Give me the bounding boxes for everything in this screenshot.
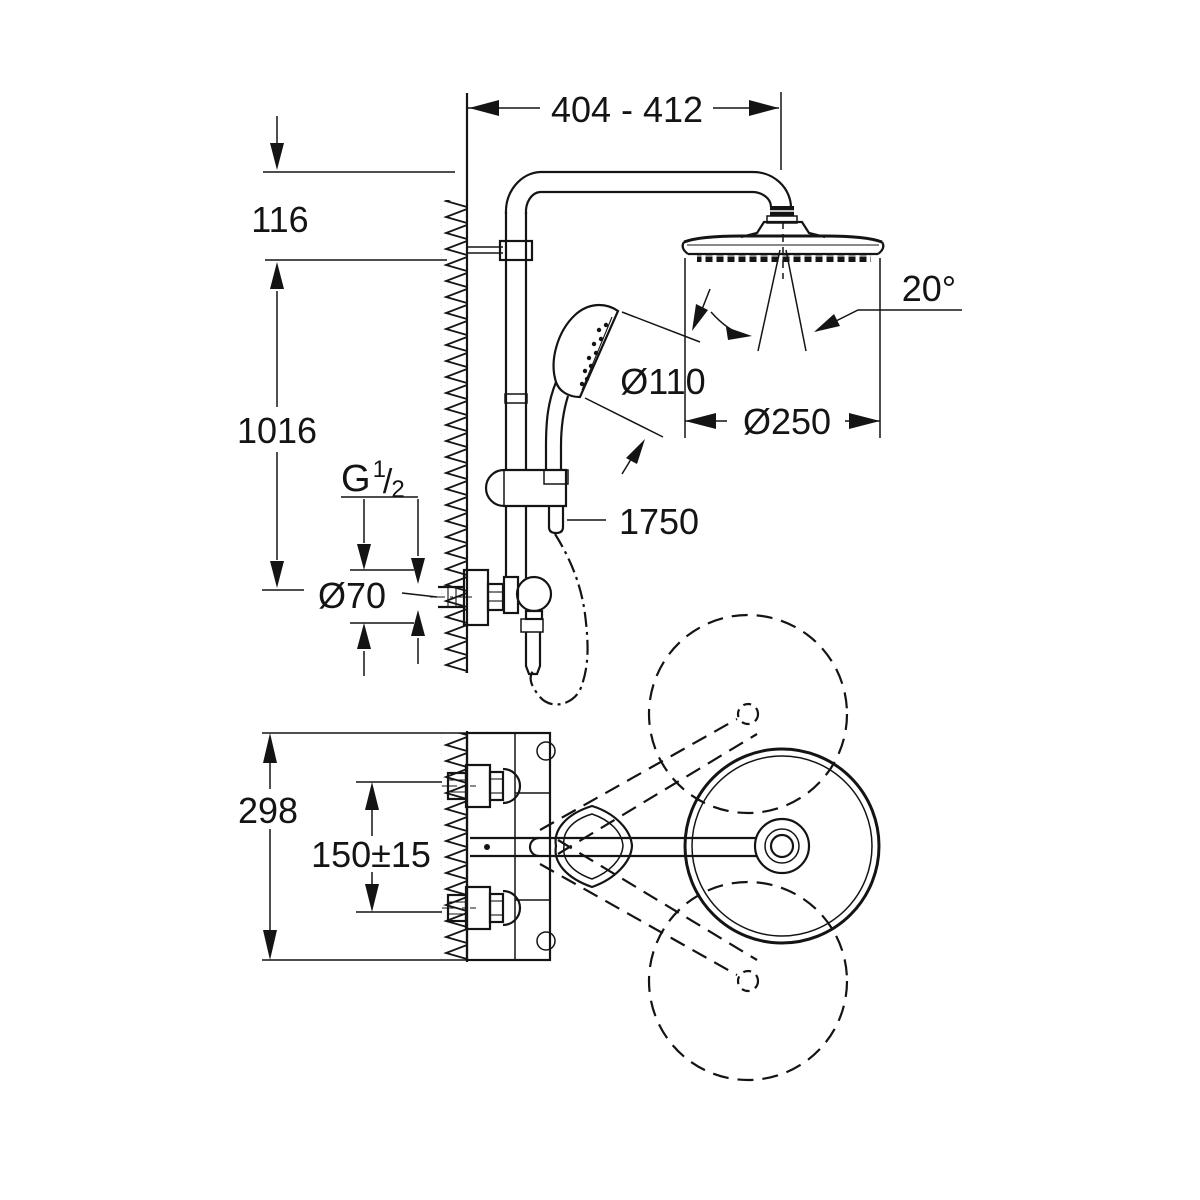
hand-shower [484,304,620,535]
spray-angle-line-left [757,249,781,352]
dimension-head-shower: Ø250 [684,258,881,442]
swivel-position-top [539,613,849,855]
wall-front [441,93,469,673]
head-shower-dia-label: Ø250 [743,401,831,442]
head-drop-label: 116 [251,199,308,240]
riser-center-dot [484,844,490,850]
front-view: 404 - 412 116 1016 G1/2 [237,89,962,706]
wall-plan [441,731,469,962]
dimension-plate-height: 298 [238,732,466,961]
swivel-position-bottom [539,839,849,1082]
spray-nozzles [697,254,871,262]
hand-shower-nozzles [579,322,609,387]
hand-shower-dia-label: Ø110 [620,361,705,402]
slider-holder [484,468,568,508]
dimension-thread: G1/2 [341,456,425,664]
hand-shower-holder-plan [554,804,634,889]
hose-outlet-stub [547,506,565,535]
dimension-rail-height: 1016 [237,291,317,591]
inlet-spacing-label: 150±15 [311,834,431,875]
dimension-escutcheon: Ø70 [318,544,438,676]
thread-label: G1/2 [341,456,405,503]
inlet-nut [486,582,505,612]
overhead-shower-plan [683,747,881,945]
valve-body [502,575,520,615]
rail-joint-band [504,393,528,404]
valve-knob [515,575,553,613]
wall-hatching [441,200,467,673]
valve-plan [442,731,556,962]
valve-plate [465,731,552,962]
plate-notch-top [536,741,556,761]
shower-rail [467,212,534,578]
spray-angle-label: 20° [902,268,956,309]
wall-bracket-collar [498,239,534,262]
overhead-shower [681,206,885,352]
dimension-hand-shower: Ø110 [584,288,711,475]
hose-nut [520,618,544,633]
plan-view: 298 150±15 [238,613,881,1082]
handle-grip-band [543,469,569,485]
hand-shower-head [552,304,620,399]
hose-length-label: 1750 [619,501,699,542]
dimension-hose-length: 1750 [567,501,699,542]
spray-angle-line-right [785,249,807,352]
dimension-spray-angle: 20° [814,268,962,332]
wall-hatching-plan [441,733,467,960]
dimension-inlet-spacing: 150±15 [311,781,442,913]
plate-height-label: 298 [238,790,298,831]
top-span-label: 404 - 412 [551,89,703,130]
arm-tube-cap [528,836,540,858]
hand-shower-handle [544,381,558,470]
inlet-fitting-top [442,763,522,809]
hose-nipple [524,632,542,676]
shower-arm-plan [470,804,756,889]
dimension-top-span: 404 - 412 [467,89,782,170]
inlet-fitting-bottom [442,885,522,931]
plate-notch-bottom [536,931,556,951]
rail-height-label: 1016 [237,410,317,451]
dimension-head-drop: 116 [251,116,455,289]
escutcheon-dia-label: Ø70 [318,575,386,616]
shower-pipe-top [504,170,793,215]
